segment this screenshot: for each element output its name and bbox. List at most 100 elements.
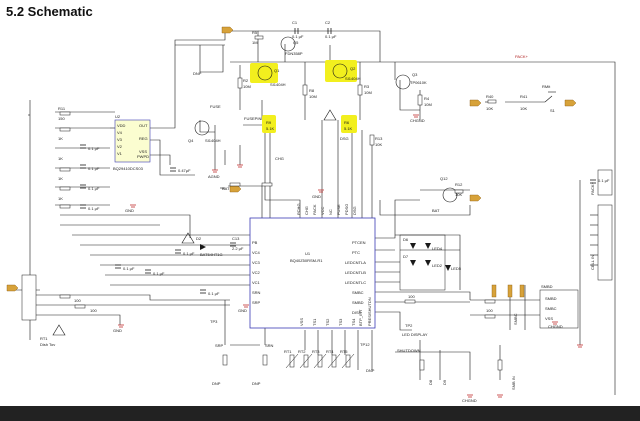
label-pack: PACK+ bbox=[515, 54, 529, 59]
u1-pin-chg: CHG bbox=[304, 206, 309, 215]
label-rt4: RT4 bbox=[326, 349, 334, 354]
u1-pin-srp: SRP bbox=[252, 300, 261, 305]
label-d2-part: BAT54HT1G bbox=[200, 252, 223, 257]
label-dnp-3: DNP bbox=[252, 381, 261, 386]
label-bat: BAT bbox=[222, 186, 230, 191]
label-smbd-pin: SMBD bbox=[545, 296, 557, 301]
label-rt1b-value: Dish Tov bbox=[40, 342, 55, 347]
u2-pin-vss: VSS bbox=[139, 149, 147, 154]
label-r8: R8 bbox=[309, 88, 315, 93]
label-r6-value: 5.1K bbox=[344, 126, 353, 131]
led-block bbox=[399, 234, 446, 291]
u1-pin-vc1: VC1 bbox=[252, 280, 261, 285]
label-q5-part: FDN358P bbox=[285, 51, 303, 56]
u1-pin-vc2: VC2 bbox=[252, 270, 261, 275]
u2-pin-reg: REG bbox=[139, 136, 148, 141]
u1-pin-srn: SRN bbox=[252, 290, 261, 295]
smb-connector bbox=[539, 289, 579, 329]
label-chgnd-3: CHGND bbox=[462, 398, 477, 403]
label-q4-part: SI1404H bbox=[205, 138, 221, 143]
label-q5: Q5 bbox=[293, 40, 299, 45]
label-gnd-1: GND bbox=[312, 194, 321, 199]
label-dnp-1: DNP bbox=[193, 71, 202, 76]
cell-input-connector bbox=[21, 274, 37, 321]
pack-connector bbox=[597, 169, 613, 196]
u1-pin-pchg: PCHG bbox=[296, 203, 301, 215]
label-rt3: RT3 bbox=[312, 349, 320, 354]
u1-pin-ptc: PTC bbox=[352, 250, 360, 255]
label-q1: Q1 bbox=[274, 68, 280, 73]
mosfet-q5 bbox=[280, 36, 296, 52]
u1-pin-pres-shutdn: PRES/SHUTDN bbox=[367, 297, 372, 326]
label-r1k-1: 1K bbox=[58, 136, 63, 141]
u1-pin-ts2: TS2 bbox=[325, 318, 330, 326]
u1-pin-ptcen: PTCEN bbox=[352, 240, 366, 245]
label-r9-value: 5.1K bbox=[266, 126, 275, 131]
footer-bar bbox=[0, 406, 640, 421]
label-r13-value: 10K bbox=[375, 142, 382, 147]
label-r41-value: 10K bbox=[520, 106, 527, 111]
label-shutdown: SHUTDOWN bbox=[397, 348, 421, 353]
u1-pin-ts4: TS4 bbox=[351, 318, 356, 326]
label-q12: Q12 bbox=[440, 176, 448, 181]
label-gnd-2: GND bbox=[125, 208, 134, 213]
label-led5: LED5 bbox=[451, 266, 462, 271]
mosfet-q4 bbox=[194, 120, 210, 136]
u2-pin-v1: V1 bbox=[117, 151, 123, 156]
label-tp3: TP3 bbox=[210, 319, 218, 324]
label-r100-4: 100 bbox=[486, 308, 493, 313]
label-q2: Q2 bbox=[350, 66, 356, 71]
u1-pin-pdsg: PDSG bbox=[344, 204, 349, 215]
label-gnd-4: GND bbox=[238, 308, 247, 313]
label-c13-value: 2.2 μF bbox=[232, 246, 244, 251]
label-c19-value: 0.1 μF bbox=[598, 178, 610, 183]
label-s1: S1 bbox=[550, 108, 556, 113]
label-d2: D2 bbox=[196, 236, 202, 241]
label-d8: D8 bbox=[428, 379, 433, 385]
label-dsg: DSG bbox=[340, 136, 349, 141]
u1-pin-fuse: FUSE bbox=[336, 204, 341, 215]
label-gnd-3: GND bbox=[113, 328, 122, 333]
label-r4: R4 bbox=[424, 96, 430, 101]
label-r1k-3: 1K bbox=[58, 176, 63, 181]
label-smbd: SMBD bbox=[541, 284, 553, 289]
label-r41: R41 bbox=[520, 94, 528, 99]
u2-pin-v2: V2 bbox=[117, 144, 123, 149]
label-rm: RMit bbox=[542, 84, 551, 89]
label-r9: R9 bbox=[266, 120, 272, 125]
label-c14-value: 0.1 μF bbox=[123, 266, 135, 271]
label-r100-3: 100 bbox=[408, 294, 415, 299]
mosfet-q3 bbox=[395, 74, 411, 90]
label-d9: D9 bbox=[442, 379, 447, 385]
u1-pin-ledcntlb: LEDCNTLB bbox=[345, 270, 366, 275]
label-c16-value: 0.1 μF bbox=[183, 251, 195, 256]
u1-pin-vc3: VC3 bbox=[252, 260, 261, 265]
label-c6-value: 0.1 μF bbox=[88, 166, 100, 171]
ic-u2-body bbox=[114, 119, 151, 163]
u1-pin-pack: PACK bbox=[312, 204, 317, 215]
label-q4: Q4 bbox=[188, 138, 194, 143]
label-c15-value: 0.1 μF bbox=[153, 271, 165, 276]
u1-pin-ledcntlc: LEDCNTLC bbox=[345, 280, 366, 285]
u1-pin-vss: VSS bbox=[299, 318, 304, 326]
label-r4-value: 10M bbox=[424, 102, 432, 107]
label-r8-value: 10M bbox=[309, 94, 317, 99]
label-r1k-2: 1K bbox=[58, 156, 63, 161]
label-rt2: RT2 bbox=[298, 349, 306, 354]
label-led2: LED2 bbox=[432, 263, 443, 268]
label-u2: U2 bbox=[115, 114, 121, 119]
label-dnp-2: DNP bbox=[212, 381, 221, 386]
u1-pin-disp: DISP bbox=[352, 310, 362, 315]
label-c13: C13 bbox=[232, 236, 240, 241]
u1-pin-smbc: SMBC bbox=[352, 290, 364, 295]
label-r100-2: 100 bbox=[90, 308, 97, 313]
label-chg: CHG bbox=[275, 156, 284, 161]
label-r100-1: 100 bbox=[74, 298, 81, 303]
u1-pin-smbd: SMBD bbox=[352, 300, 364, 305]
label-r40-value: 10K bbox=[486, 106, 493, 111]
u2-pin-v3: V3 bbox=[117, 137, 123, 142]
label-c1: C1 bbox=[292, 20, 298, 25]
u2-pin-pwpd: PWPD bbox=[137, 154, 149, 159]
label-r3: R3 bbox=[364, 84, 370, 89]
label-pack-connector: PACK+ bbox=[590, 181, 595, 195]
